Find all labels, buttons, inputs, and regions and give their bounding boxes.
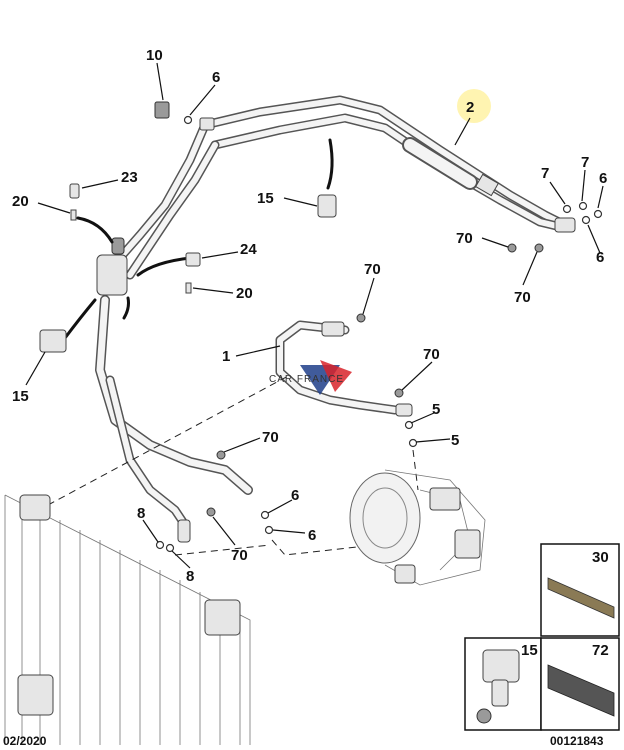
callout-5: 5: [432, 401, 440, 418]
small-parts: [39, 101, 603, 553]
fitting-8: [177, 519, 191, 543]
callout-15: 15: [12, 388, 29, 405]
sensor-23: [69, 183, 80, 199]
callout-24: 24: [240, 241, 257, 258]
callout-5: 5: [451, 432, 459, 449]
callout-70: 70: [423, 346, 440, 363]
callout-labels: 10 6 2 7 7 6 23 20 15 70 6 70 24 20 70 1…: [12, 47, 607, 585]
callout-1: 1: [222, 348, 230, 365]
inset-72: 72: [540, 637, 620, 731]
callout-20: 20: [236, 285, 253, 302]
leader-lines: [25, 62, 604, 569]
callout-70: 70: [364, 261, 381, 278]
clip-15b: [39, 329, 67, 353]
inset-30: 30: [540, 543, 620, 637]
callout-10: 10: [146, 47, 163, 64]
callout-70: 70: [514, 289, 531, 306]
callout-15: 15: [257, 190, 274, 207]
diagram-date: 02/2020: [3, 734, 47, 748]
condenser: [4, 494, 251, 745]
callout-70: 70: [262, 429, 279, 446]
car-france-watermark: CAR FRANCE: [269, 360, 352, 395]
callout-6: 6: [212, 69, 220, 86]
diagram-reference: 00121843: [550, 734, 604, 748]
callout-8: 8: [186, 568, 194, 585]
callout-6: 6: [291, 487, 299, 504]
callout-2: 2: [466, 99, 474, 116]
callout-8: 8: [137, 505, 145, 522]
main-pipe-assembly: [95, 95, 576, 530]
callout-7: 7: [581, 154, 589, 171]
callout-7: 7: [541, 165, 549, 182]
inset-15-label: 15: [521, 642, 538, 659]
callout-70: 70: [456, 230, 473, 247]
inset-30-label: 30: [592, 549, 609, 566]
callout-20: 20: [12, 193, 29, 210]
callout-6: 6: [596, 249, 604, 266]
inset-72-label: 72: [592, 642, 609, 659]
valve-24: [185, 252, 201, 267]
callout-70: 70: [231, 547, 248, 564]
compressor: [349, 469, 486, 586]
pressure-switch-10: [154, 101, 170, 119]
valve-20a: [70, 209, 77, 221]
callout-6: 6: [308, 527, 316, 544]
clip-15a: [317, 194, 337, 218]
sensor-wiring: [63, 138, 334, 340]
inset-15: 15: [464, 637, 542, 731]
callout-2-highlight: [457, 89, 491, 123]
watermark-text: CAR FRANCE: [269, 374, 344, 385]
callout-6: 6: [599, 170, 607, 187]
valve-20b: [185, 282, 192, 294]
callout-23: 23: [121, 169, 138, 186]
